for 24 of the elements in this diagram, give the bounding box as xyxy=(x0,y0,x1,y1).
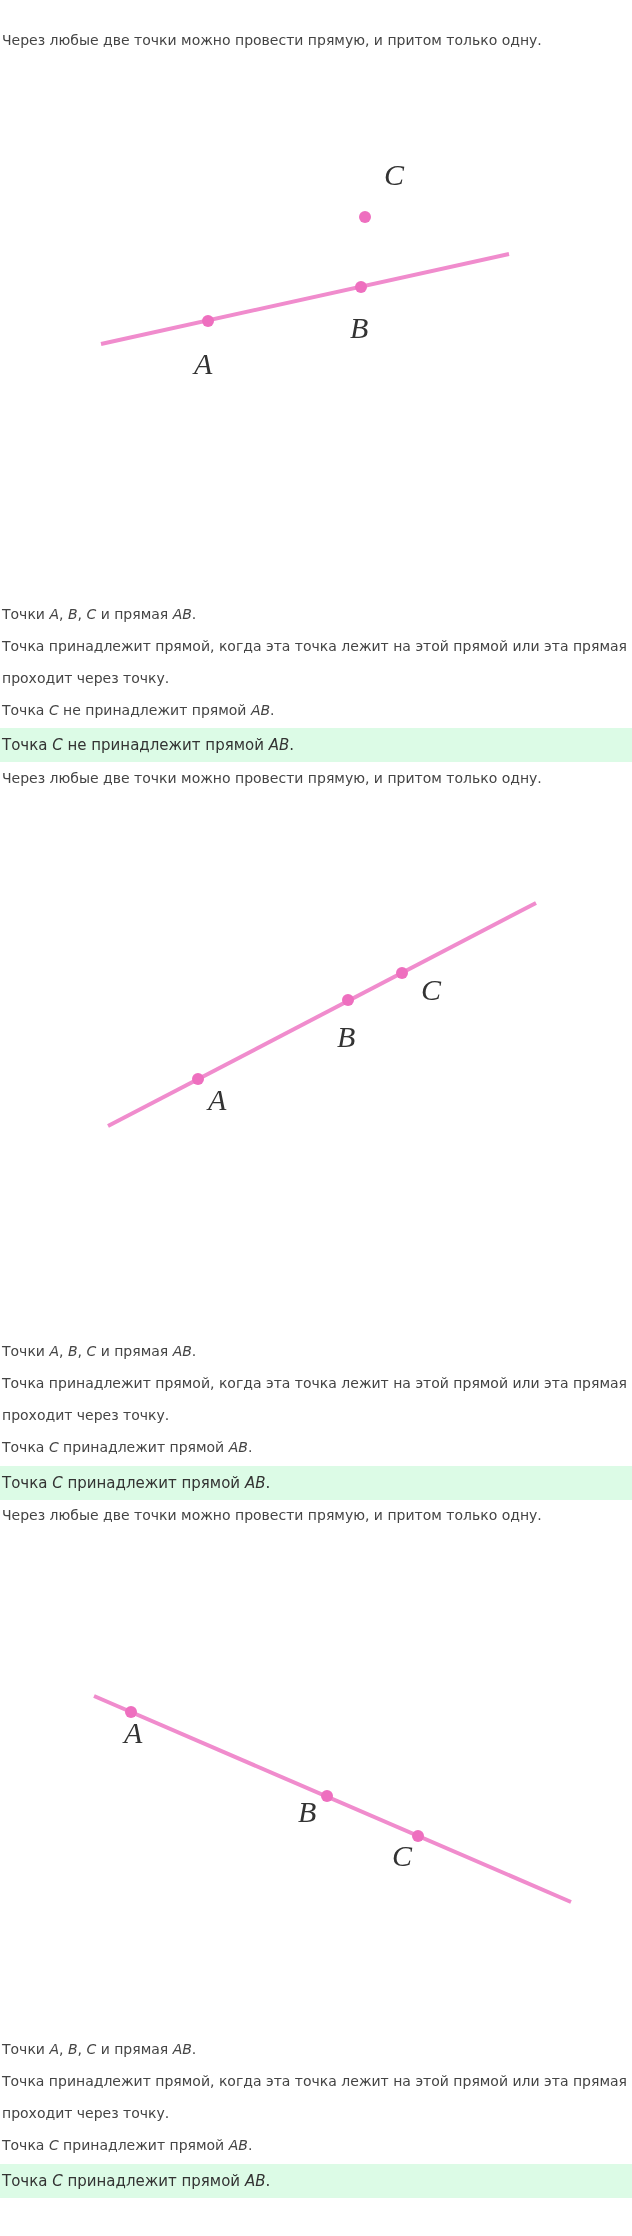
answer-text: Точка C принадлежит прямой AB. xyxy=(2,2171,271,2192)
body-text: Точка C принадлежит прямой AB. xyxy=(2,1438,254,1457)
point-label: A xyxy=(124,1718,143,1748)
body-text: Точка C не принадлежит прямой AB. xyxy=(2,701,276,720)
body-text: Через любые две точки можно провести прямую, и притом только одну. xyxy=(2,769,543,788)
point-label: C xyxy=(384,160,404,190)
body-text: Точка принадлежит прямой, когда эта точка лежит на этой прямой или эта прямая проходит через точку. xyxy=(2,1374,627,1425)
point-label: B xyxy=(350,313,369,343)
body-text: Через любые две точки можно провести прямую, и притом только одну. xyxy=(2,1506,543,1525)
answer-text: Точка C принадлежит прямой AB. xyxy=(2,1473,271,1494)
point-label: A xyxy=(208,1085,227,1115)
answer-text: Точка C не принадлежит прямой AB. xyxy=(2,735,295,756)
body-text: Точка принадлежит прямой, когда эта точка лежит на этой прямой или эта прямая проходит через точку. xyxy=(2,2072,627,2123)
body-text: Точка C принадлежит прямой AB. xyxy=(2,2136,254,2155)
point-label: B xyxy=(298,1797,317,1827)
point-label: A xyxy=(194,349,213,379)
point-label: B xyxy=(337,1022,356,1052)
body-text: Точки A, B, C и прямая AB. xyxy=(2,2040,198,2059)
point-label: C xyxy=(392,1841,412,1871)
point-label: C xyxy=(421,975,441,1005)
body-text: Точки A, B, C и прямая AB. xyxy=(2,1342,198,1361)
body-text: Точки A, B, C и прямая AB. xyxy=(2,605,198,624)
body-text: Точка принадлежит прямой, когда эта точка лежит на этой прямой или эта прямая проходит через точку. xyxy=(2,637,627,688)
body-text: Через любые две точки можно провести прямую, и притом только одну. xyxy=(2,31,543,50)
